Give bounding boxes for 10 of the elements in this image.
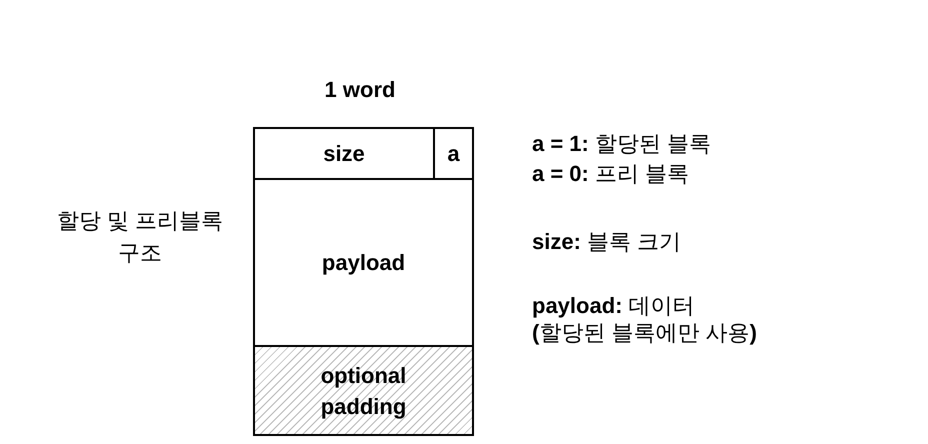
- legend-note: (할당된 블록에만 사용): [532, 319, 758, 346]
- legend-note: a = 0: 프리 블록: [532, 160, 690, 187]
- field-cell: size: [253, 127, 435, 180]
- side-caption: 할당 및 프리블록 구조: [56, 207, 224, 267]
- hatched-field: optional padding: [253, 345, 474, 436]
- width-label: 1 word: [324, 76, 396, 103]
- legend-note: size: 블록 크기: [532, 228, 682, 255]
- legend-note: a = 1: 할당된 블록: [532, 130, 712, 157]
- legend-note: payload: 데이터: [532, 292, 696, 319]
- field-cell: a: [433, 127, 474, 180]
